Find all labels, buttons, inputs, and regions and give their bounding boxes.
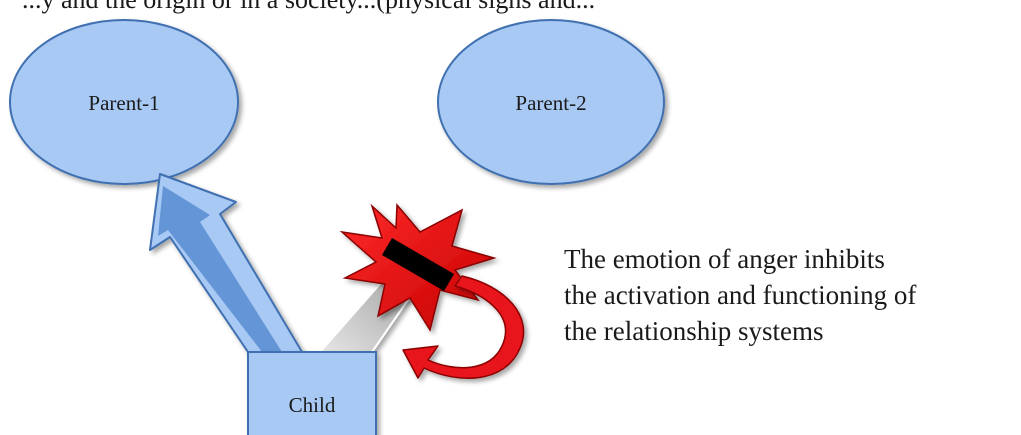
caption-line-1: The emotion of anger inhibits (564, 244, 885, 274)
attachment-arrow-to-parent-1 (149, 173, 303, 353)
inhibition-bar (382, 238, 454, 291)
parent-1-node (9, 19, 239, 185)
caption: The emotion of anger inhibits the activa… (564, 244, 916, 346)
parent-2-node (437, 19, 665, 185)
child-box (247, 351, 377, 435)
caption-line-3: the relationship systems (564, 316, 823, 346)
child-node (247, 351, 377, 435)
parent-2-circle (437, 19, 665, 185)
parent-1-circle (9, 19, 239, 185)
parent-2-label: Parent-2 (515, 91, 586, 115)
child-label: Child (289, 393, 336, 417)
caption-line-2: the activation and functioning of (564, 280, 916, 310)
top-partial-text: ...y and the origin or in a society...(p… (22, 0, 595, 14)
parent-1-label: Parent-1 (88, 91, 159, 115)
curved-return-arrow-icon (402, 275, 525, 379)
